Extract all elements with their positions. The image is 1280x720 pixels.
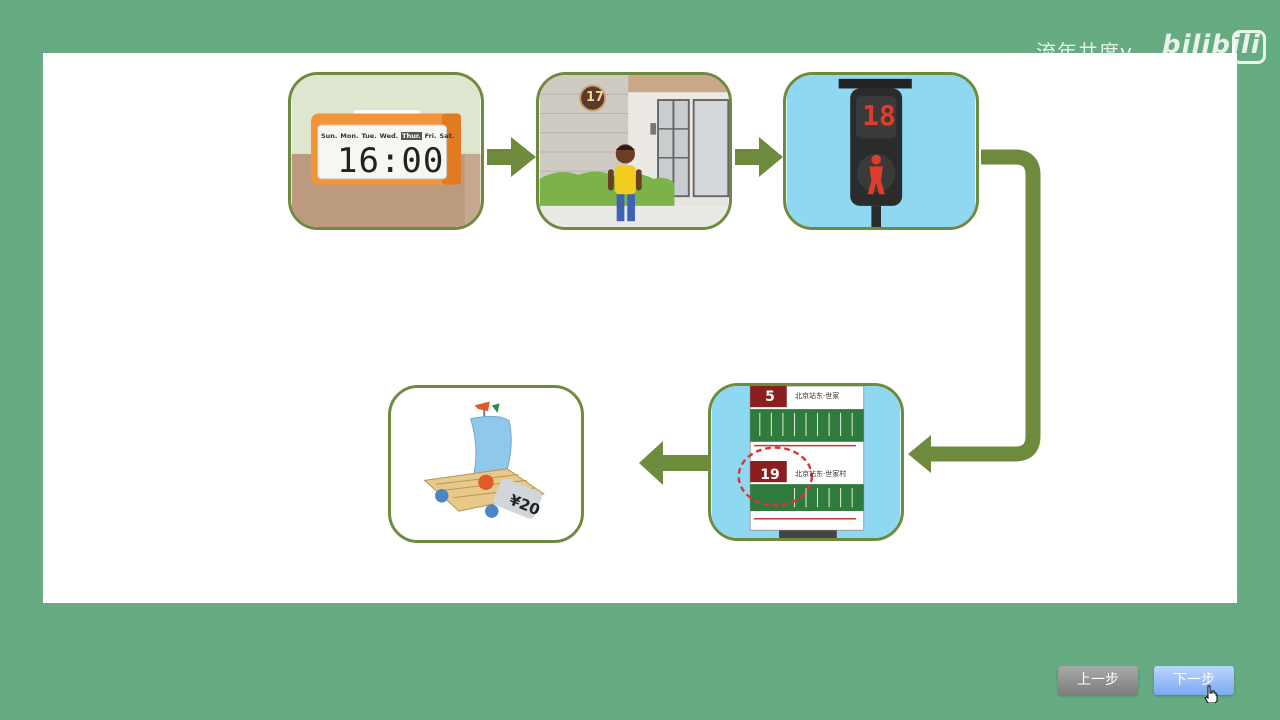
day-thur: Thur. — [401, 132, 422, 140]
pedestrian-signal-illustration — [786, 75, 976, 227]
toy-boat-illustration — [391, 388, 581, 540]
day-wed: Wed. — [379, 132, 399, 140]
arrow-left — [639, 441, 711, 485]
day-sun: Sun. — [321, 132, 338, 140]
tv-icon — [1232, 30, 1266, 64]
bus-route-5: 5 — [765, 389, 775, 405]
alarm-clock-illustration — [291, 75, 481, 227]
hand-cursor-icon — [1204, 685, 1218, 703]
card-walking-boy: 17 — [536, 72, 732, 230]
day-sat: Sat. — [439, 132, 455, 140]
house-number: 17 — [585, 90, 605, 105]
slide-canvas: Sun. Mon. Tue. Wed. Thur. Fri. Sat. 16:0… — [43, 53, 1237, 603]
bus-stop-sign-illustration — [711, 386, 901, 538]
clock-days: Sun. Mon. Tue. Wed. Thur. Fri. Sat. — [321, 132, 454, 140]
day-mon: Mon. — [340, 132, 359, 140]
day-tue: Tue. — [361, 132, 377, 140]
next-step-button[interactable]: 下一步 — [1154, 666, 1234, 695]
walking-boy-illustration — [539, 75, 729, 227]
arrow-right-1 — [487, 137, 536, 177]
flow-arrows — [487, 137, 1041, 485]
bus-route-19: 19 — [760, 467, 780, 483]
clock-time: 16:00 — [337, 141, 445, 181]
card-pedestrian-signal: 18 — [783, 72, 979, 230]
card-toy-boat: ¥20 — [388, 385, 584, 543]
card-alarm-clock: Sun. Mon. Tue. Wed. Thur. Fri. Sat. 16:0… — [288, 72, 484, 230]
previous-step-button[interactable]: 上一步 — [1058, 666, 1138, 695]
arrow-right-2 — [735, 137, 783, 177]
bus-stop-name-top: 北京站东·世家 — [795, 392, 840, 400]
arrow-curve — [928, 149, 1041, 462]
card-bus-stop-sign: 5 北京站东·世家 19 北京站东·世家村 — [708, 383, 904, 541]
bus-stop-name-bottom: 北京站东·世家村 — [795, 470, 847, 478]
signal-countdown: 18 — [862, 99, 896, 132]
arrow-curve-head — [908, 435, 931, 473]
day-fri: Fri. — [424, 132, 437, 140]
